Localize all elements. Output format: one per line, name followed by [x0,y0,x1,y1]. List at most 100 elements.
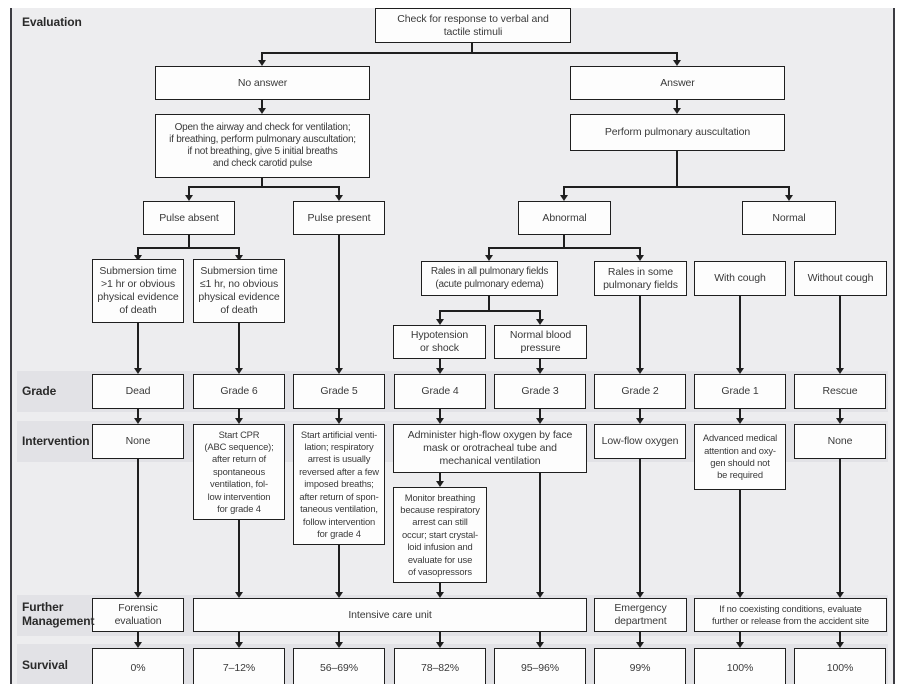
node-perform-auscultation: Perform pulmonary auscultation [570,114,785,151]
flow-line [639,459,641,592]
node-grade-5: Grade 5 [293,374,385,409]
node-survival-grade5: 56–69% [293,648,385,684]
row-label-further-management: Further Management [22,600,95,629]
arrow-down-icon [735,591,744,598]
arrow-down-icon [435,417,444,424]
arrow-down-icon [234,254,243,261]
arrow-down-icon [234,367,243,374]
arrow-down-icon [435,480,444,487]
flow-line [676,100,678,108]
arrow-down-icon [635,641,644,648]
node-intervention-monitor-breathing: Monitor breathing because respiratory ar… [393,487,487,583]
arrow-down-icon [133,417,142,424]
flow-line [639,296,641,368]
flow-line [839,409,841,418]
flow-line [563,235,565,248]
node-survival-grade6: 7–12% [193,648,285,684]
node-intensive-care-unit: Intensive care unit [193,598,587,632]
flow-line [563,186,565,195]
node-survival-grade2: 99% [594,648,686,684]
node-forensic-evaluation: Forensic evaluation [92,598,184,632]
node-answer: Answer [570,66,785,100]
right-frame-line [893,8,895,684]
node-pulse-absent: Pulse absent [143,201,235,235]
flow-line [439,632,441,642]
flow-line [539,473,541,592]
flow-line [539,359,541,368]
flow-line [488,296,490,311]
arrow-down-icon [234,591,243,598]
arrow-down-icon [334,417,343,424]
node-hypotension-shock: Hypotension or shock [393,325,486,359]
flow-line [137,632,139,642]
arrow-down-icon [635,417,644,424]
row-label-evaluation: Evaluation [22,15,82,29]
arrow-down-icon [635,591,644,598]
flow-line [137,247,240,249]
flow-line [739,296,741,368]
node-no-coexisting-conditions: If no coexisting conditions, evaluate fu… [694,598,887,632]
arrow-down-icon [635,254,644,261]
arrow-down-icon [535,591,544,598]
arrow-down-icon [435,367,444,374]
arrow-down-icon [334,367,343,374]
node-no-answer: No answer [155,66,370,100]
arrow-down-icon [535,417,544,424]
node-abnormal: Abnormal [518,201,611,235]
flow-line [238,409,240,418]
flow-line [676,151,678,187]
row-label-grade: Grade [22,384,57,398]
node-grade-6: Grade 6 [193,374,285,409]
arrow-down-icon [835,641,844,648]
arrow-down-icon [484,254,493,261]
arrow-down-icon [535,641,544,648]
node-intervention-none-dead: None [92,424,184,459]
arrow-down-icon [257,59,266,66]
flow-line [439,310,441,319]
flow-line [338,186,340,195]
arrow-down-icon [535,367,544,374]
flow-line [137,409,139,418]
node-intervention-high-flow-oxygen: Administer high-flow oxygen by face mask… [393,424,587,473]
arrow-down-icon [672,107,681,114]
flow-line [261,52,263,60]
arrow-down-icon [835,367,844,374]
node-grade-rescue: Rescue [794,374,886,409]
flow-line [439,359,441,368]
flow-line [238,632,240,642]
flow-line [539,310,541,319]
arrow-down-icon [835,417,844,424]
flow-line [439,310,541,312]
flow-line [439,409,441,418]
arrow-down-icon [133,591,142,598]
arrow-down-icon [735,367,744,374]
flow-line [676,52,678,60]
node-with-cough: With cough [694,261,786,296]
flow-line [338,409,340,418]
flow-line [238,520,240,592]
node-grade-4: Grade 4 [394,374,486,409]
flow-line [563,186,790,188]
arrow-down-icon [334,641,343,648]
arrow-down-icon [133,641,142,648]
node-grade-2: Grade 2 [594,374,686,409]
flow-line [639,632,641,642]
left-frame-line [10,8,12,684]
flow-line [261,100,263,108]
flow-line [839,296,841,368]
node-intervention-advanced-medical: Advanced medical attention and oxy- gen … [694,424,786,490]
arrow-down-icon [234,641,243,648]
flow-line [739,490,741,592]
row-label-intervention: Intervention [22,434,90,448]
arrow-down-icon [334,194,343,201]
arrow-down-icon [184,194,193,201]
node-open-airway: Open the airway and check for ventilatio… [155,114,370,178]
node-grade-3: Grade 3 [494,374,586,409]
node-rales-all-fields: Rales in all pulmonary fields (acute pul… [421,261,558,296]
node-survival-grade3: 95–96% [494,648,586,684]
flow-line [137,247,139,255]
arrow-down-icon [435,641,444,648]
flow-line [188,186,190,195]
node-submersion-over-1hr: Submersion time >1 hr or obvious physica… [92,259,184,323]
arrow-down-icon [735,417,744,424]
